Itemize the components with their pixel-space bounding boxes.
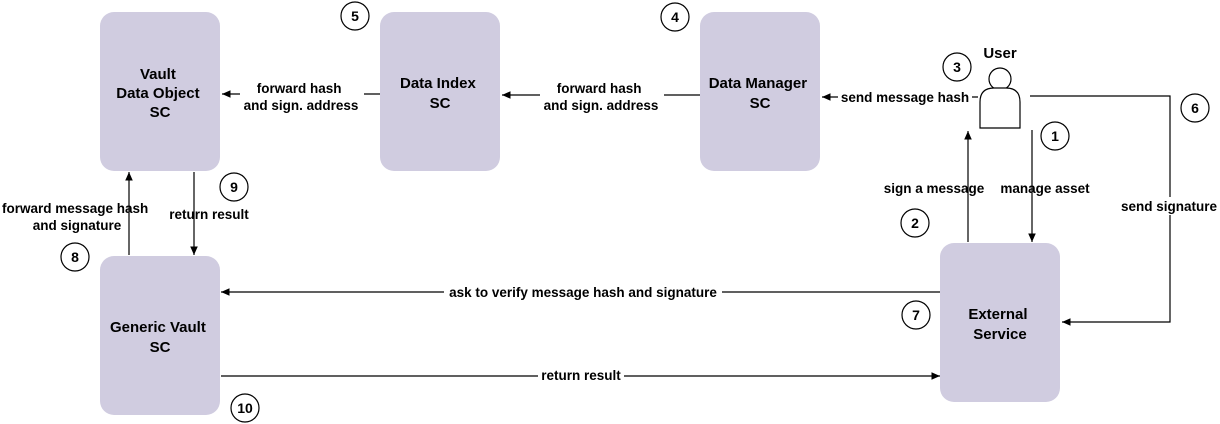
- step-10: 10: [230, 393, 260, 423]
- svg-text:External Service: External Service: [968, 306, 1031, 343]
- user-label: User: [983, 45, 1017, 62]
- step-7: 7: [901, 300, 931, 330]
- svg-text:6: 6: [1191, 100, 1199, 116]
- label-sign-a-message: sign a message: [884, 181, 985, 196]
- step-4: 4: [660, 2, 690, 32]
- step-2: 2: [900, 208, 930, 238]
- svg-text:Generic Vault SC: Generic Vault SC: [110, 319, 210, 356]
- box-label-line: Data Object: [116, 85, 199, 102]
- box-vault-data-object: Vault Data Object SC: [100, 12, 220, 171]
- svg-text:10: 10: [237, 400, 253, 416]
- box-label-line: Generic Vault: [110, 319, 206, 336]
- box-data-index: Data Index SC: [380, 12, 500, 171]
- svg-text:7: 7: [912, 307, 920, 323]
- label-return-result-bottom: return result: [541, 368, 621, 383]
- user-actor: User: [979, 45, 1021, 129]
- svg-text:9: 9: [230, 179, 238, 195]
- step-1: 1: [1040, 121, 1070, 151]
- edge-labels: forward hash and sign. address forward h…: [2, 78, 1220, 385]
- step-8: 8: [60, 242, 90, 272]
- box-generic-vault: Generic Vault SC: [100, 256, 220, 415]
- label-forward-message-hash: forward message hash and signature: [2, 201, 152, 233]
- svg-text:Vault Data Object: Vault Data Object SC: [116, 66, 204, 121]
- svg-text:1: 1: [1051, 128, 1059, 144]
- box-label-line: SC: [150, 339, 171, 356]
- box-data-manager: Data Manager SC: [700, 12, 820, 171]
- label-send-message-hash: send message hash: [841, 90, 969, 105]
- svg-text:8: 8: [71, 249, 79, 265]
- box-label-line: SC: [430, 95, 451, 112]
- box-label-line: SC: [150, 104, 171, 121]
- label-manage-asset: manage asset: [1000, 181, 1090, 196]
- svg-text:2: 2: [911, 215, 919, 231]
- box-external-service: External Service: [940, 243, 1060, 402]
- box-label-line: Service: [973, 326, 1026, 343]
- box-label-line: Vault: [140, 66, 176, 83]
- box-label-line: External: [968, 306, 1027, 323]
- boxes: Vault Data Object SC Data Index SC Data …: [100, 12, 1060, 415]
- svg-text:Data Manager SC: Data Manager SC: [709, 75, 812, 112]
- label-forward-hash-1: forward hash and sign. address: [244, 81, 359, 113]
- label-return-result-vault: return result: [169, 207, 249, 222]
- label-forward-hash-2: forward hash and sign. address: [544, 81, 659, 113]
- svg-text:Data Index SC: Data Index SC: [400, 75, 480, 112]
- step-9: 9: [219, 172, 249, 202]
- box-label-line: Data Index: [400, 75, 477, 92]
- step-3: 3: [942, 52, 972, 82]
- user-icon: [979, 67, 1021, 129]
- label-send-signature: send signature: [1121, 199, 1218, 214]
- svg-text:4: 4: [671, 9, 679, 25]
- step-6: 6: [1180, 93, 1210, 123]
- box-label-line: Data Manager: [709, 75, 808, 92]
- label-ask-to-verify: ask to verify message hash and signature: [449, 285, 717, 300]
- step-markers: 1 2 3 4 5 6 7 8: [60, 1, 1210, 423]
- box-label-line: SC: [750, 95, 771, 112]
- svg-text:5: 5: [351, 8, 359, 24]
- step-5: 5: [340, 1, 370, 31]
- svg-text:3: 3: [953, 59, 961, 75]
